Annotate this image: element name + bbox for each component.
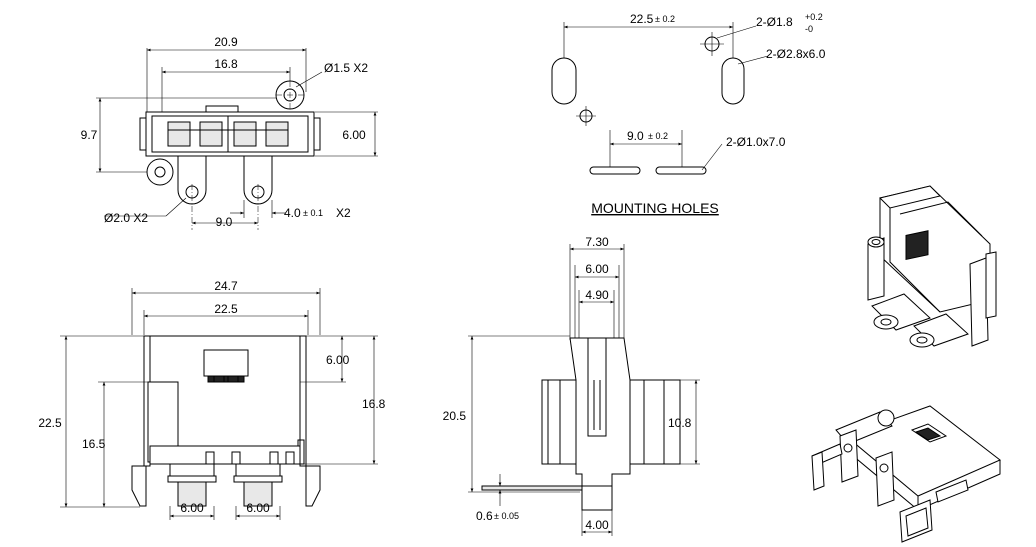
dim-20-9: 20.9	[214, 35, 238, 49]
front-dim-6-00-right: 6.00	[246, 501, 270, 515]
count-x2: X2	[336, 206, 351, 220]
holes-slot-2-8: 2-Ø2.8x6.0	[766, 47, 826, 61]
side-dim-4-90: 4.90	[585, 288, 609, 302]
side-dim-10-8: 10.8	[668, 416, 692, 430]
dim-16-8: 16.8	[214, 57, 238, 71]
holes-tol-minus: -0	[805, 24, 813, 34]
dim-9-0: 9.0	[216, 215, 233, 229]
side-dim-20-5: 20.5	[443, 409, 467, 423]
holes-tol-9-0: ± 0.2	[648, 131, 668, 141]
side-tol-0-6: ± 0.05	[494, 511, 519, 521]
isometric-view-bottom	[811, 405, 1001, 543]
front-dim-6-00-left: 6.00	[180, 501, 204, 515]
front-dim-16-8: 16.8	[362, 397, 386, 411]
tol-4-0: ± 0.1	[303, 208, 323, 218]
side-dim-0-6: 0.6	[476, 509, 493, 523]
front-dim-6-00-top: 6.00	[326, 353, 350, 367]
holes-dim-9-0: 9.0	[627, 129, 644, 143]
isometric-view-top	[867, 185, 997, 348]
front-dim-24-7: 24.7	[214, 279, 238, 293]
holes-tol-22-5: ± 0.2	[655, 14, 675, 24]
front-view: 24.7 22.5 6.00 22.5 16.5 16.8 6.00 6.00	[38, 279, 386, 520]
top-view: 20.9 16.8 9.7 6.00 Ø1.5 X2 Ø2.0 X2 9.0 4…	[81, 35, 378, 230]
holes-phi-1-8: 2-Ø1.8	[756, 15, 793, 29]
side-view: 7.30 6.00 4.90 20.5 10.8 0.6 ± 0.05 4.00	[443, 235, 700, 536]
holes-slot-1-0: 2-Ø1.0x7.0	[726, 135, 786, 149]
front-dim-16-5: 16.5	[82, 437, 106, 451]
mounting-holes-view: 22.5 ± 0.2 2-Ø1.8 +0.2 -0 2-Ø2.8x6.0 9.0…	[551, 12, 826, 216]
dim-6-00: 6.00	[342, 128, 366, 142]
side-dim-4-00: 4.00	[585, 518, 609, 532]
dim-4-0: 4.0	[284, 206, 301, 220]
dim-9-7: 9.7	[81, 128, 98, 142]
side-dim-6-00: 6.00	[585, 262, 609, 276]
front-dim-22-5: 22.5	[214, 302, 238, 316]
side-dim-7-30: 7.30	[585, 235, 609, 249]
hole-2-0-note: Ø2.0 X2	[104, 211, 148, 225]
hole-1-5-note: Ø1.5 X2	[324, 61, 368, 75]
holes-dim-22-5: 22.5	[630, 12, 654, 26]
front-dim-22-5-height: 22.5	[38, 416, 62, 430]
holes-tol-plus: +0.2	[805, 12, 823, 22]
mounting-holes-title: MOUNTING HOLES	[591, 200, 719, 216]
